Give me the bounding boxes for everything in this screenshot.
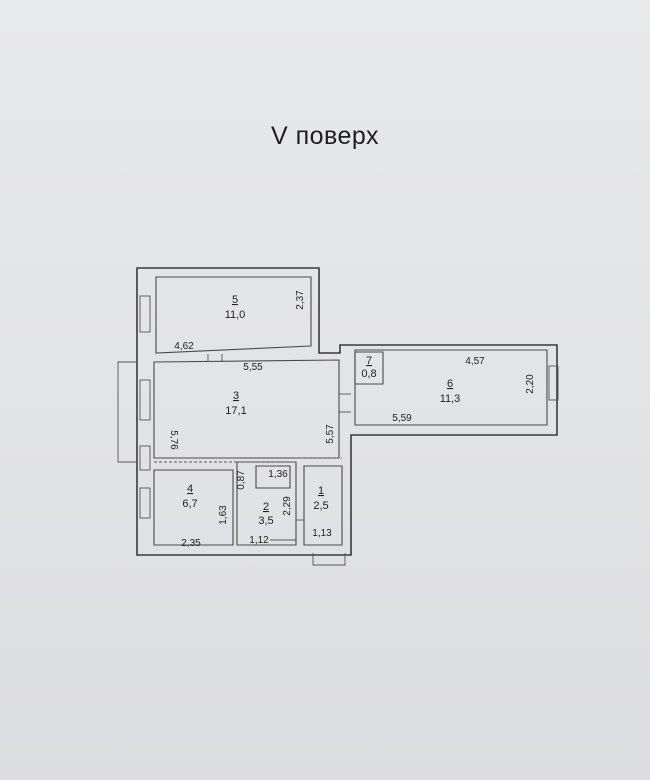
partitions — [154, 354, 351, 541]
room-7-number: 7 — [366, 355, 372, 367]
dim-room6-top: 4,57 — [465, 356, 485, 367]
room-5-number: 5 — [232, 294, 238, 306]
room-7-area: 0,8 — [361, 368, 376, 380]
room-1-number: 1 — [318, 485, 324, 497]
outer-walls — [136, 267, 558, 556]
dim-room3-right: 5,57 — [325, 424, 336, 444]
room-3-area: 17,1 — [225, 405, 246, 417]
dim-room1-bottom: 1,13 — [312, 528, 332, 539]
dimension-labels: 2,37 4,62 5,55 5,76 5,57 4,57 5,59 2,20 … — [168, 290, 536, 549]
room-6-area: 11,3 — [440, 393, 461, 405]
dim-room5-width: 4,62 — [174, 341, 194, 352]
dim-room6-height: 2,20 — [525, 374, 536, 394]
room-5-area: 11,0 — [225, 309, 246, 321]
dim-room2-bottom: 1,12 — [249, 535, 269, 546]
room-2-number: 2 — [263, 501, 269, 513]
dim-room3-top: 5,55 — [243, 362, 263, 373]
dim-room2-top: 1,36 — [268, 469, 288, 480]
dim-room2-left: 0,87 — [236, 470, 247, 490]
windows — [117, 295, 559, 566]
room-6-number: 6 — [447, 378, 453, 390]
dim-room5-height: 2,37 — [295, 290, 306, 310]
room-4-area: 6,7 — [182, 498, 197, 510]
dim-room2-right: 2,29 — [282, 496, 293, 516]
dim-room4-right: 1,63 — [218, 505, 229, 525]
floor-title: V поверх — [270, 122, 380, 150]
dim-room4-bottom: 2,35 — [181, 538, 201, 549]
room-4-number: 4 — [187, 483, 193, 495]
room-1-area: 2,5 — [313, 500, 328, 512]
dim-room6-bottom: 5,59 — [392, 413, 412, 424]
room-labels: 5 11,0 3 17,1 6 11,3 7 0,8 4 6,7 2 3,5 1… — [182, 294, 460, 527]
room-2-area: 3,5 — [258, 515, 273, 527]
dim-room3-left: 5,76 — [168, 430, 179, 450]
room-3-number: 3 — [233, 390, 239, 402]
